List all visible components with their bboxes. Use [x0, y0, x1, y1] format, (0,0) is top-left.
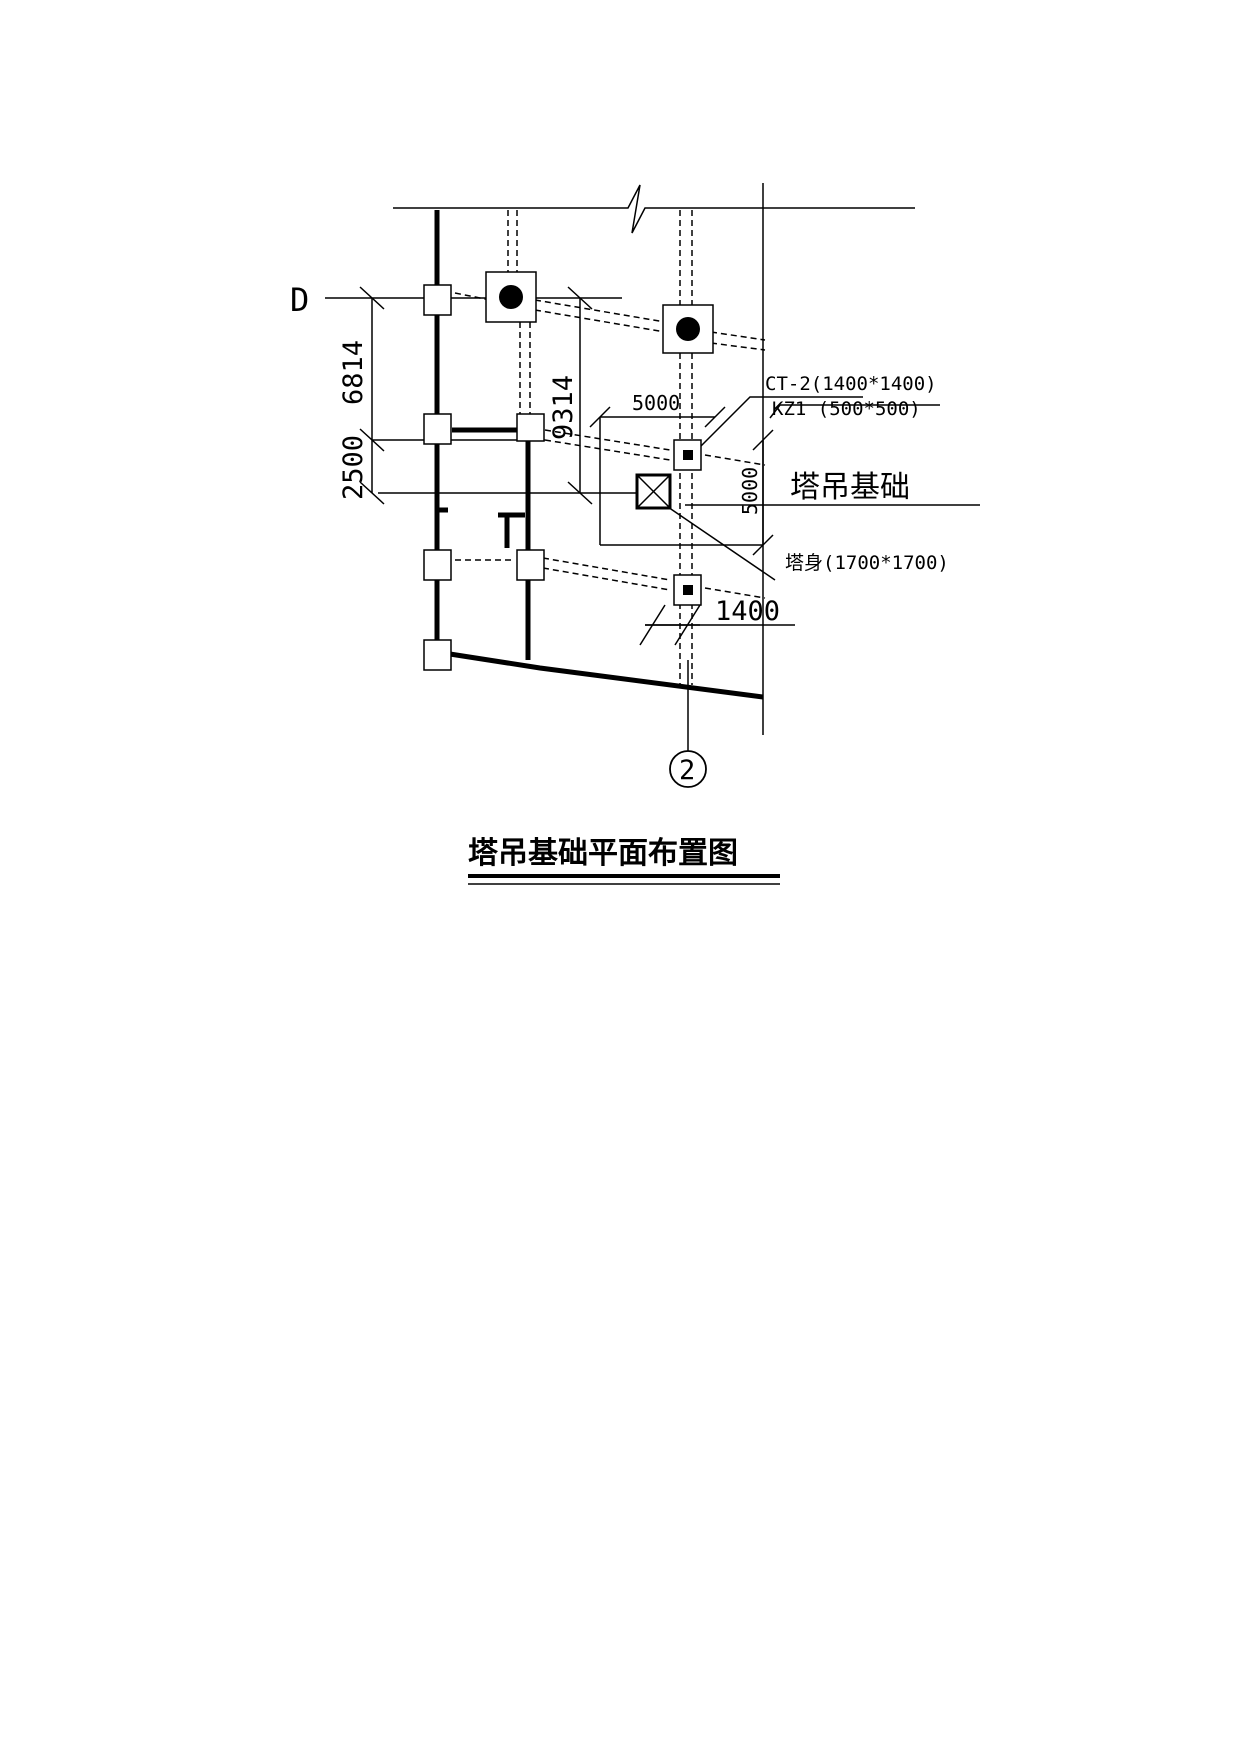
axis-bubble-2: [669, 750, 707, 788]
dim-2500: 2500: [338, 435, 369, 500]
kz1-lower: [683, 585, 693, 595]
ct2-cap-lower: [673, 574, 702, 606]
drawing-title: 塔吊基础平面布置图: [468, 836, 738, 871]
column-left-2: [423, 413, 452, 445]
axis-label-2: 2: [679, 755, 695, 786]
column-mid-3: [516, 549, 545, 581]
column-left-4: [423, 639, 452, 671]
dim-9314: 9314: [548, 375, 579, 440]
label-kz1: KZ1 (500*500): [772, 398, 921, 420]
pile-markers: [499, 285, 700, 595]
pile-dot-1: [499, 285, 523, 309]
label-tower-foundation: 塔吊基础: [790, 470, 910, 505]
label-ct2: CT-2(1400*1400): [765, 373, 937, 395]
axis-label-d: D: [290, 281, 309, 319]
tower-body-symbol: [635, 473, 672, 510]
dim-5000-vertical: 5000: [738, 467, 762, 515]
label-tower-body: 塔身(1700*1700): [785, 552, 949, 574]
column-mid-2: [516, 413, 545, 442]
column-left-d: [423, 284, 452, 316]
kz1-upper: [683, 450, 693, 460]
pile-dot-2: [676, 317, 700, 341]
column-left-3: [423, 549, 452, 581]
columns: [423, 271, 714, 671]
dim-6814: 6814: [338, 340, 369, 405]
dim-5000-horizontal: 5000: [632, 391, 680, 415]
dim-1400: 1400: [715, 596, 780, 627]
linework: [325, 183, 980, 753]
